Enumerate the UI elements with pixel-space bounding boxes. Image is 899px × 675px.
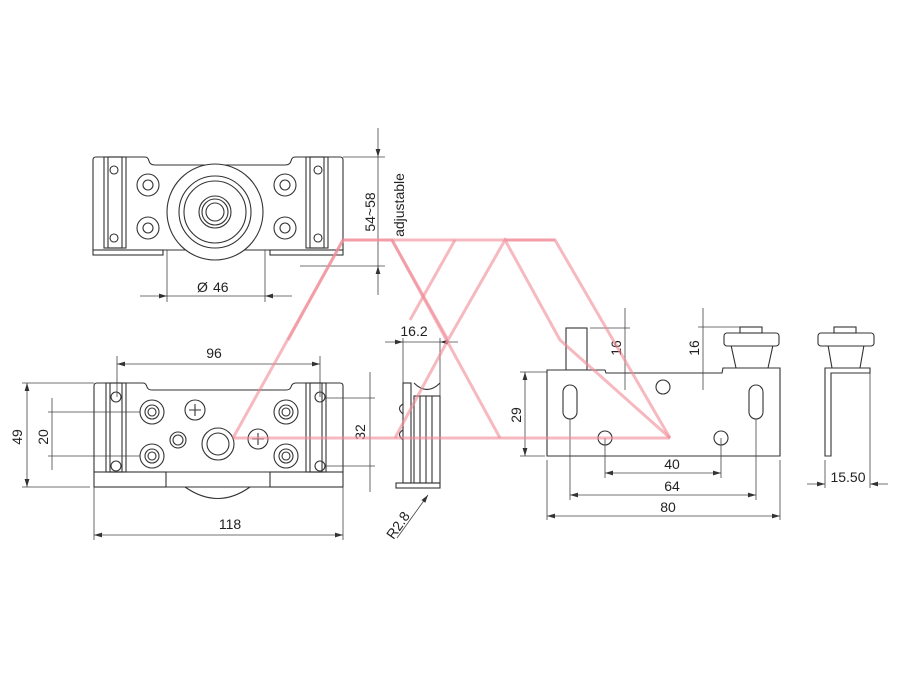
wheel-icon bbox=[166, 163, 264, 261]
dim-radius-label: R2.8 bbox=[383, 508, 413, 542]
screw-icon bbox=[184, 399, 206, 421]
bracket-view: 16 16 29 40 64 80 bbox=[508, 308, 781, 520]
adjustable-note: adjustable bbox=[391, 173, 407, 237]
front-view: 96 49 20 32 118 bbox=[9, 345, 375, 540]
dim-64-label: 64 bbox=[664, 478, 680, 494]
dim-80-label: 80 bbox=[660, 499, 676, 515]
dim-15-50-label: 15.50 bbox=[830, 469, 865, 485]
end-view: 15.50 bbox=[807, 326, 888, 488]
dim-96-label: 96 bbox=[206, 345, 222, 361]
dim-16-2-label: 16.2 bbox=[400, 323, 427, 339]
diameter-symbol: Ø bbox=[197, 279, 208, 295]
dim-32-label: 32 bbox=[352, 424, 368, 440]
dim-49-label: 49 bbox=[9, 429, 25, 445]
dim-40-label: 40 bbox=[664, 456, 680, 472]
dim-118-label: 118 bbox=[219, 516, 242, 532]
watermark-logo bbox=[231, 236, 672, 440]
dim-roller-label: 16 bbox=[686, 340, 702, 356]
dim-height-label: 54~58 bbox=[362, 192, 378, 232]
dim-29-label: 29 bbox=[508, 407, 524, 423]
dim-wheel-label: 46 bbox=[213, 279, 229, 295]
top-view: 54~58 adjustable Ø 46 bbox=[92, 128, 407, 302]
dim-20-label: 20 bbox=[35, 429, 51, 445]
side-view: 16.2 R2.8 bbox=[383, 323, 458, 542]
